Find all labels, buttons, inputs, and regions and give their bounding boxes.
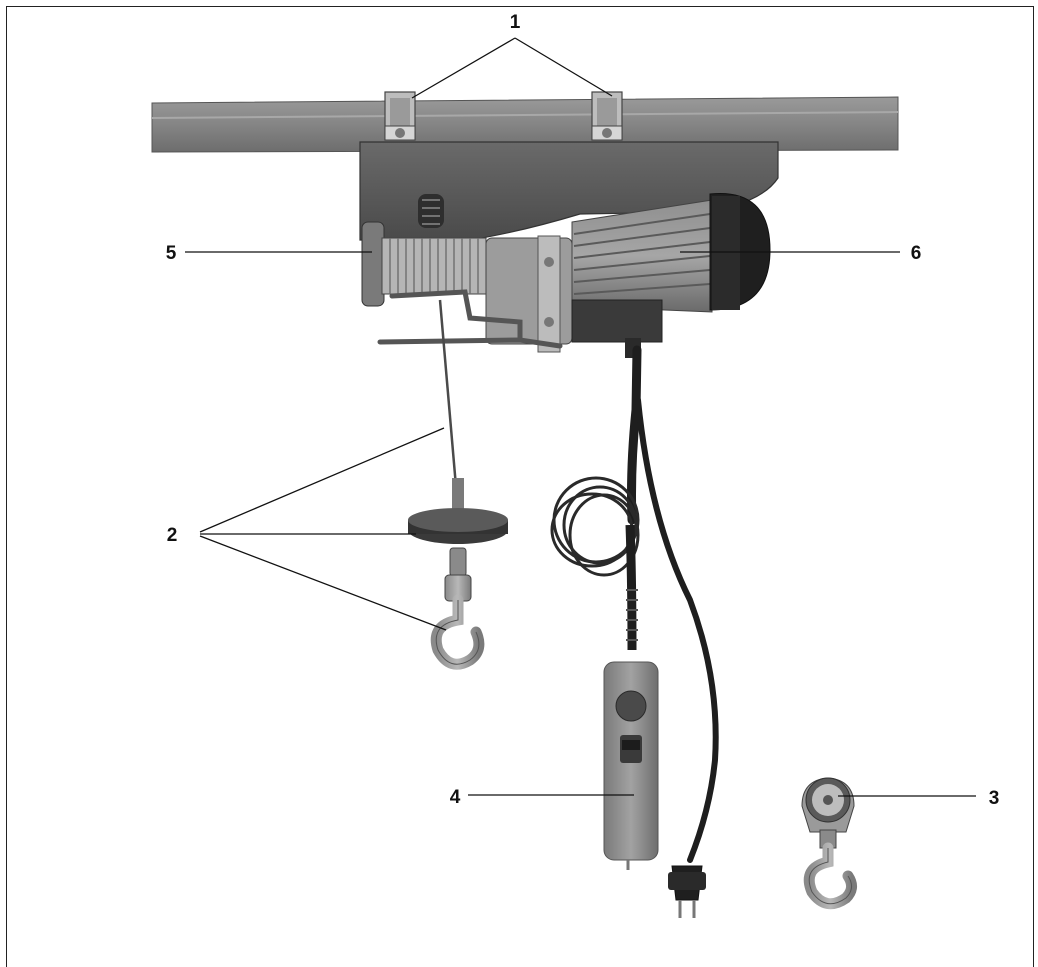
gearbox-housing [485,235,573,353]
callout-5: 5 [166,243,177,264]
pendant-cable [625,524,638,651]
cable-drum [361,221,487,307]
callout-6: 6 [911,243,922,264]
deflection-pulley [801,777,857,910]
mains-plug [668,865,706,918]
rail-beam [151,96,899,153]
diagram-frame [6,6,1034,967]
mounting-bracket-right [591,91,623,141]
hoist-frame-plate [359,141,779,241]
load-hook [430,547,485,670]
stop-weight [408,478,508,544]
wire-rope [438,299,460,511]
leader-lines [185,37,976,797]
callout-2: 2 [167,525,178,546]
callout-3: 3 [989,788,1000,809]
control-box [571,299,663,358]
limit-switch-lever [377,289,563,349]
callout-4: 4 [450,787,461,808]
callout-1: 1 [510,12,521,33]
mounting-bracket-left [384,91,416,141]
electric-motor [571,192,771,313]
control-pendant [603,661,659,870]
cable-coil [550,476,640,577]
